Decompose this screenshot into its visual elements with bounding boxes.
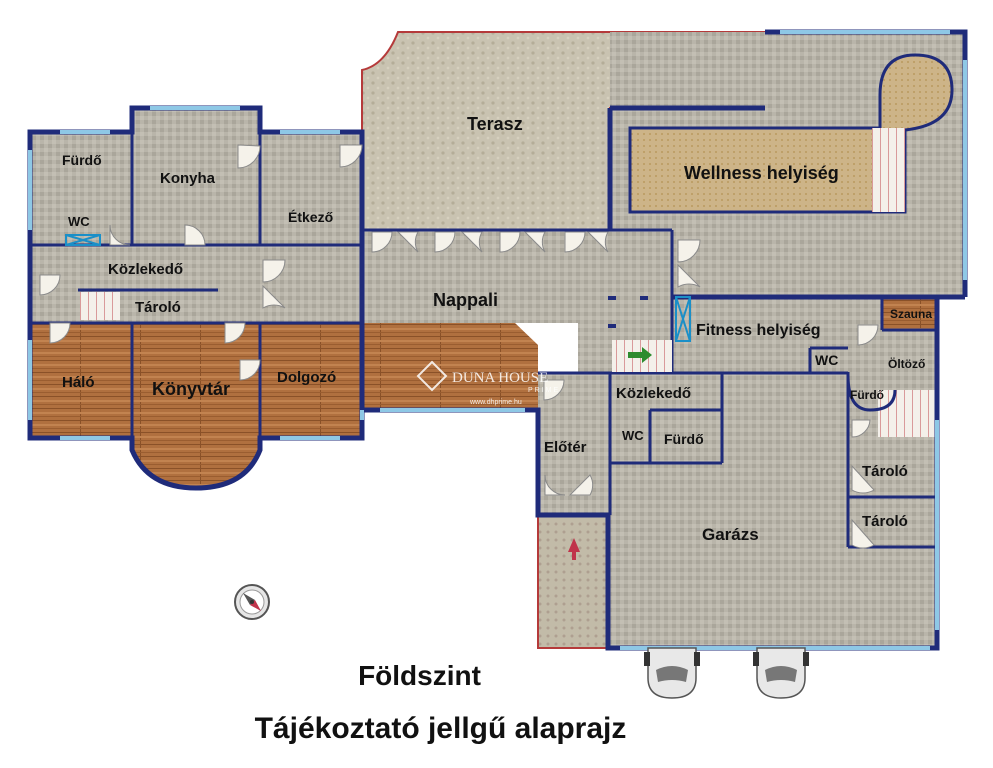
label-garazs: Garázs bbox=[702, 525, 759, 544]
columns bbox=[608, 296, 648, 328]
stairs-left bbox=[80, 292, 120, 320]
label-kozlekedo-left: Közlekedő bbox=[108, 261, 183, 278]
watermark: DUNA HOUSE PRIME www.dhprime.hu bbox=[416, 360, 560, 406]
label-szauna: Szauna bbox=[890, 307, 932, 321]
bathroom-left bbox=[30, 132, 132, 245]
car-icon bbox=[753, 647, 809, 699]
label-kozlekedo-mid: Közlekedő bbox=[616, 385, 691, 402]
watermark-logo-icon bbox=[416, 360, 448, 392]
label-konyvtar: Könyvtár bbox=[152, 379, 230, 399]
label-wellness: Wellness helyiség bbox=[684, 163, 839, 183]
label-furdo-mid: Fürdő bbox=[664, 431, 704, 447]
fixtures bbox=[65, 234, 691, 342]
watermark-tier: PRIME bbox=[528, 387, 560, 394]
bedroom bbox=[30, 323, 132, 438]
label-dolgozo: Dolgozó bbox=[277, 369, 336, 386]
entry-arrow-green bbox=[628, 347, 652, 363]
floor-title: Földszint bbox=[358, 660, 481, 691]
label-oltozo: Öltöző bbox=[888, 356, 925, 371]
label-halo: Háló bbox=[62, 374, 95, 391]
label-konyha: Konyha bbox=[160, 170, 216, 187]
pool-steps bbox=[872, 128, 905, 212]
label-furdo-fitness: Fürdő bbox=[850, 388, 884, 402]
watermark-url: www.dhprime.hu bbox=[469, 399, 522, 406]
label-wc-fitness: WC bbox=[815, 352, 838, 368]
label-etkezo: Étkező bbox=[288, 209, 333, 225]
car-icon bbox=[644, 647, 700, 699]
label-tarolo-left: Tároló bbox=[135, 299, 181, 316]
entrance-paving bbox=[537, 514, 609, 649]
label-tarolo-r2: Tároló bbox=[862, 513, 908, 530]
pool bbox=[628, 53, 954, 214]
sauna bbox=[882, 297, 937, 330]
plan-subtitle: Tájékoztató jellgű alaprajz bbox=[254, 712, 627, 745]
living-room-wood bbox=[362, 323, 538, 410]
label-wc-left: WC bbox=[68, 214, 90, 229]
label-furdo-left: Fürdő bbox=[62, 152, 102, 168]
room-labels: Fürdő WC Konyha Étkező Közlekedő Tároló … bbox=[62, 114, 932, 544]
label-tarolo-r1: Tároló bbox=[862, 463, 908, 480]
entry-arrow-red bbox=[568, 538, 580, 560]
living-room-tiles bbox=[362, 230, 672, 323]
corridor-mid-cover bbox=[610, 373, 722, 463]
label-nappali: Nappali bbox=[433, 290, 498, 310]
stairs-right bbox=[878, 390, 936, 437]
watermark-brand: DUNA HOUSE bbox=[452, 370, 548, 386]
inner-walls bbox=[30, 132, 937, 549]
label-eloter: Előtér bbox=[544, 439, 587, 456]
compass-icon bbox=[234, 584, 270, 620]
corridor-left bbox=[30, 245, 362, 323]
label-wc-mid: WC bbox=[622, 428, 644, 443]
library bbox=[132, 323, 260, 488]
label-fitness: Fitness helyiség bbox=[696, 322, 821, 339]
kitchen bbox=[132, 108, 260, 245]
doors bbox=[39, 144, 879, 549]
label-terasz: Terasz bbox=[467, 114, 523, 134]
study bbox=[260, 323, 362, 438]
